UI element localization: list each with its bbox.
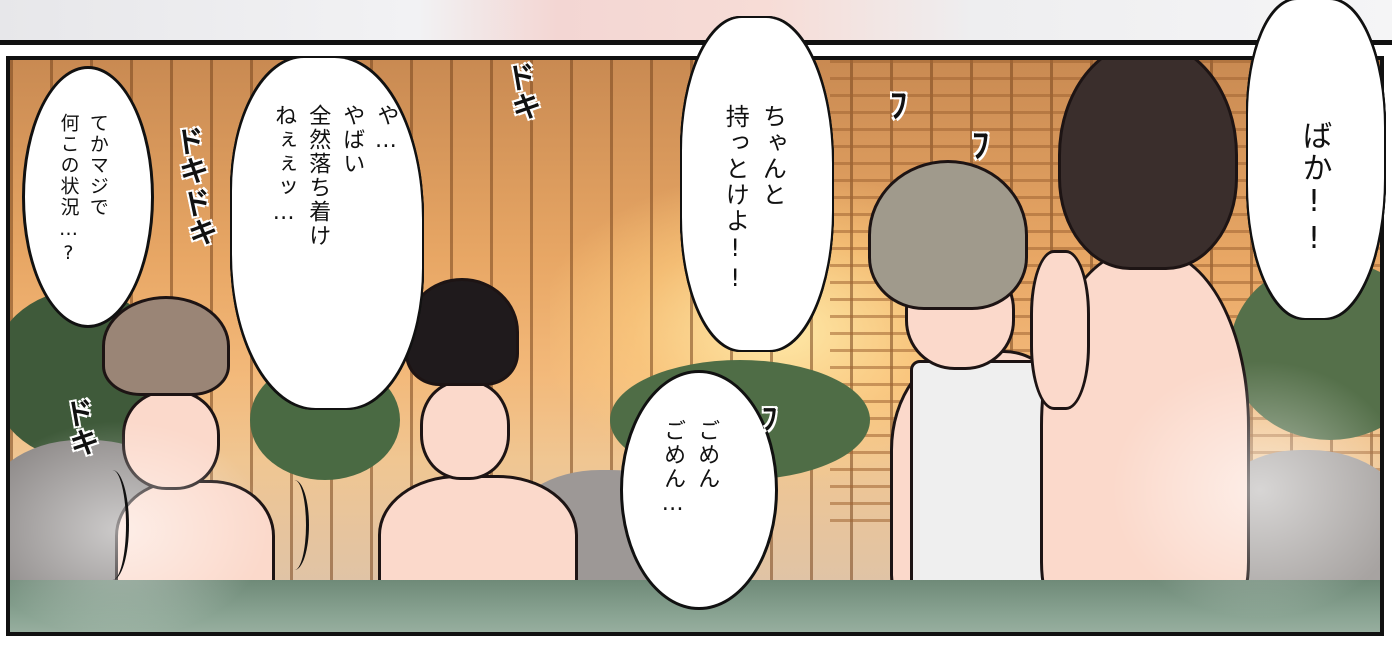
girl-right-hair — [1058, 60, 1238, 270]
speech-balloon-middle: や… やばい 全然落ち着け ねぇぇッ… — [232, 58, 422, 408]
girl-left-hair — [868, 160, 1028, 310]
speech-balloon-center: ちゃんと 持っとけよ!! — [682, 18, 832, 350]
steam-right — [1110, 360, 1380, 620]
steam-left — [10, 420, 270, 632]
boy-middle-hair — [405, 278, 519, 386]
boy-middle-face — [420, 380, 510, 480]
speech-balloon-left: てかマジで 何この状況…? — [22, 66, 154, 328]
speech-text-center: ちゃんと 持っとけよ!! — [721, 104, 787, 294]
speech-text-bottom: ごめん ごめん… — [660, 419, 720, 518]
sfx-wave-3: ﾌ — [762, 402, 777, 437]
sfx-wave-2: ﾌ — [972, 126, 989, 166]
motion-line-right — [280, 480, 309, 570]
previous-panel-edge — [0, 0, 1392, 45]
sfx-doki-2: ドキ — [166, 123, 211, 189]
speech-balloon-right: ばか!! — [1248, 0, 1384, 318]
motion-line-left — [96, 470, 129, 580]
boy-left-hair — [102, 296, 230, 396]
speech-text-middle: や… やばい 全然落ち着け ねぇぇッ… — [271, 104, 399, 248]
speech-text-right: ばか!! — [1296, 120, 1332, 258]
speech-balloon-bottom: ごめん ごめん… — [620, 370, 778, 610]
speech-text-left: てかマジで 何この状況…? — [57, 113, 109, 266]
girl-right-arm — [1030, 250, 1090, 410]
sfx-wave-1: ﾌ — [890, 86, 907, 126]
